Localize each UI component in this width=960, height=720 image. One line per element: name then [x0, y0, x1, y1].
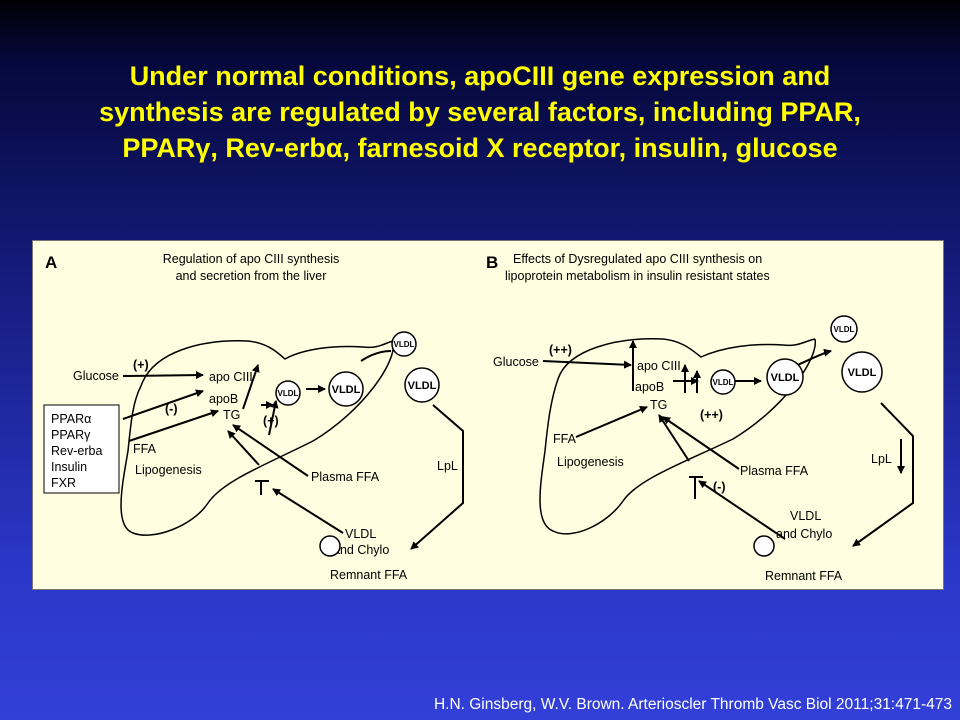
title-line-2: synthesis are regulated by several facto… — [99, 97, 861, 127]
panel-a-heading-line-2: and secretion from the liver — [176, 269, 327, 283]
panel-a-glucose-arrow — [122, 371, 204, 380]
panel-a-vldl-top-particle — [391, 331, 417, 357]
panel-a-lipogenesis-label: Lipogenesis — [135, 463, 202, 477]
regulator-ppar-alpha: PPARα — [51, 412, 91, 426]
panel-b-remnant-arrow — [698, 480, 786, 540]
panel-b-letter: B — [486, 253, 498, 272]
panel-a-up-arrow-2 — [268, 400, 279, 436]
panel-b-vldl-top-label: VLDL — [834, 325, 855, 334]
panel-b: B Effects of Dysregulated apo CIII synth… — [486, 252, 914, 583]
panel-b-inhibitor-mark — [689, 476, 703, 499]
panel-a-apociii-up-arrow — [242, 364, 260, 410]
panel-a-tg-label: TG — [223, 408, 240, 422]
panel-b-vldl-label: VLDL — [771, 372, 800, 384]
panel-b-glucose-label: Glucose — [493, 355, 539, 369]
panel-b-plasma-ffa-arrow — [662, 416, 740, 470]
panel-a-secretion-curve — [360, 350, 392, 362]
panel-a-minus-label: (-) — [165, 402, 178, 416]
panel-b-vldl-right-particle — [841, 351, 883, 393]
panel-a-vldl-particle — [328, 371, 364, 407]
panel-b-apociii-label: apo CIII — [637, 359, 681, 373]
panel-b-minus-label: (-) — [713, 480, 726, 494]
regulator-insulin: Insulin — [51, 460, 87, 474]
panel-a-vldl-small-label: VLDL — [278, 389, 299, 398]
panel-b-ffa-arrow — [575, 406, 648, 438]
panel-a-vldl-small-particle — [275, 380, 301, 406]
panel-a-remnant-particle — [319, 535, 341, 557]
panel-a-plasma-ffa-arrow — [232, 424, 309, 477]
panel-b-remnant-line-2: and Chylo — [776, 527, 832, 541]
panel-a-apob-label: apoB — [209, 392, 238, 406]
panel-b-apob-label: apoB — [635, 380, 664, 394]
title-line-1: Under normal conditions, apoCIII gene ex… — [129, 61, 831, 91]
panel-b-vldl-particle — [766, 358, 804, 396]
panel-a-liver-outline — [120, 340, 395, 536]
panel-a-apociii-label: apo CIII — [209, 370, 253, 384]
panel-a-plus-label: (+) — [133, 358, 149, 372]
panel-a-plus-label-2: (+) — [263, 414, 279, 428]
regulator-ppar-gamma: PPARγ — [51, 428, 91, 442]
panel-a-glucose-label: Glucose — [73, 369, 119, 383]
panel-a-lpl-arrow — [410, 404, 464, 550]
panel-b-lipogenesis-arrow — [658, 414, 690, 462]
panel-a-vldl-label: VLDL — [332, 384, 361, 396]
panel-b-plasma-ffa-label: Plasma FFA — [740, 464, 809, 478]
panel-a-regulator-arrow — [122, 389, 204, 420]
panel-b-ffa-label: FFA — [553, 432, 577, 446]
panel-a-remnant-line-2: and Chylo — [333, 543, 389, 557]
regulator-fxr: FXR — [51, 476, 76, 490]
panel-b-lipogenesis-label: Lipogenesis — [557, 455, 624, 469]
slide-title: Under normal conditions, apoCIII gene ex… — [0, 58, 960, 166]
panel-b-plusplus-label-2: (++) — [700, 408, 723, 422]
panel-b-vldl-small-particle — [710, 369, 736, 395]
panel-b-tg-label: TG — [650, 398, 667, 412]
panel-a-lpl-label: LpL — [437, 459, 458, 473]
panel-a-ffa-label: FFA — [133, 442, 157, 456]
panel-b-glucose-arrow — [542, 360, 632, 369]
panel-a-vldl-right-particle — [404, 367, 440, 403]
regulator-box — [43, 404, 120, 494]
figure-panel: A Regulation of apo CIII synthesis and s… — [32, 240, 944, 590]
panel-a-remnant-line-1: VLDL — [345, 527, 376, 541]
panel-b-liver-outline — [539, 338, 816, 535]
regulator-rev-erba: Rev-erba — [51, 444, 102, 458]
panel-a-remnant-arrow — [272, 488, 344, 534]
panel-a-remnant-line-3: Remnant FFA — [330, 568, 408, 582]
panel-b-vldl-top-particle — [830, 315, 858, 343]
panel-b-heading-line-1: Effects of Dysregulated apo CIII synthes… — [513, 252, 762, 266]
panel-a-inhibitor-mark — [255, 480, 269, 495]
panel-b-lpl-label: LpL — [871, 452, 892, 466]
panel-b-remnant-line-1: VLDL — [790, 509, 821, 523]
panel-b-remnant-particle — [753, 535, 775, 557]
panel-b-heading-line-2: lipoprotein metabolism in insulin resist… — [505, 269, 770, 283]
panel-a: A Regulation of apo CIII synthesis and s… — [43, 252, 464, 582]
panel-a-lipogenesis-arrow — [227, 430, 260, 466]
title-line-3: PPARγ, Rev-erbα, farnesoid X receptor, i… — [122, 133, 838, 163]
panel-a-vldl-top-label: VLDL — [394, 340, 415, 349]
panel-b-remnant-line-3: Remnant FFA — [765, 569, 843, 583]
panel-b-lpl-arrow — [852, 402, 914, 547]
panel-a-plasma-ffa-label: Plasma FFA — [311, 470, 380, 484]
diagram-canvas: A Regulation of apo CIII synthesis and s… — [43, 252, 914, 583]
panel-a-letter: A — [45, 253, 57, 272]
panel-a-ffa-arrow — [128, 409, 219, 442]
panel-a-vldl-right-label: VLDL — [408, 380, 437, 392]
panel-a-heading-line-1: Regulation of apo CIII synthesis — [163, 252, 340, 266]
panel-b-vldl-small-label: VLDL — [713, 378, 734, 387]
panel-b-plusplus-label: (++) — [549, 343, 572, 357]
citation: H.N. Ginsberg, W.V. Brown. Arterioscler … — [433, 696, 952, 713]
panel-b-vldl-right-label: VLDL — [848, 367, 877, 379]
